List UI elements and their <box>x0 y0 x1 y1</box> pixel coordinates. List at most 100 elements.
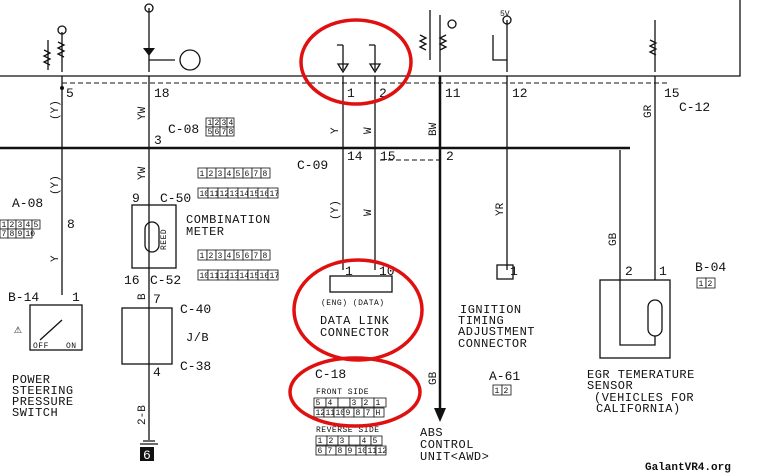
c50-pin-number: 16 <box>260 190 270 199</box>
a08-pin-number: 7 <box>2 230 7 239</box>
itac-connector-box[interactable] <box>496 264 514 280</box>
c18-front-pin-cell <box>373 397 387 408</box>
connector-id: C-40 <box>180 302 211 317</box>
c18-reverse-pin-cell <box>370 435 383 446</box>
connector-id: B-04 <box>695 260 726 275</box>
ground-badge <box>140 447 154 461</box>
c08-pin-number: 5 <box>208 128 213 137</box>
wire-color: 2-B <box>137 405 149 425</box>
connector-id: C-08 <box>168 122 199 137</box>
pin-label: 8 <box>67 217 75 232</box>
c18-front-pin-number: 7 <box>366 409 371 418</box>
wire-color: GB <box>428 371 440 385</box>
data-link-connector-box[interactable] <box>329 275 393 293</box>
red-circle-data-link <box>292 258 424 362</box>
wire-color: W <box>363 127 375 134</box>
pin-label: 14 <box>347 149 363 164</box>
c50-pin-number: 12 <box>220 190 230 199</box>
c18-reverse-pin-number: 6 <box>318 447 323 456</box>
c52-pin-number: 13 <box>230 272 240 281</box>
c18-front-pin-number: 10 <box>336 409 346 418</box>
wire-color: B <box>137 293 149 300</box>
a08-pin-number: 5 <box>34 221 39 230</box>
c50-pin-number: 11 <box>210 190 220 199</box>
warning-triangle-icon: ⚠ <box>14 322 22 337</box>
component-label: STEERING <box>12 384 74 398</box>
c52-pin-cell <box>260 249 271 261</box>
c18-front-pin-number: 12 <box>316 409 326 418</box>
power-steering-switch-box <box>29 304 83 351</box>
component-label: REED <box>160 229 169 250</box>
c52-pin-cell <box>267 269 279 281</box>
a08-pin-number: 10 <box>26 230 36 239</box>
connector-id: C-18 <box>315 367 346 382</box>
connector-id: A-61 <box>489 369 520 384</box>
reed-icon <box>144 221 160 253</box>
c08-pin-number: 4 <box>229 119 234 128</box>
c18-front-pin-number: 9 <box>346 409 351 418</box>
component-label: FRONT SIDE <box>316 388 369 397</box>
ground-number: 6 <box>143 448 151 463</box>
switch-off-label: OFF <box>33 342 49 351</box>
connector-id: A-08 <box>12 196 43 211</box>
component-label: SENSOR <box>587 379 633 393</box>
watermark: GalantVR4.org <box>645 462 731 474</box>
component-label: METER <box>186 225 225 239</box>
a08-pin-cell <box>31 219 41 230</box>
c50-pin-number: 13 <box>230 190 240 199</box>
c52-pin-number: 7 <box>254 252 259 261</box>
c52-pin-number: 17 <box>270 272 280 281</box>
wire-color: (Y) <box>50 100 62 120</box>
component-label: EGR TEMERATURE <box>587 368 695 382</box>
c18-front-pin-number: 8 <box>356 409 361 418</box>
internal-resistor-circuits <box>44 3 658 90</box>
wire-color: (Y) <box>50 175 62 195</box>
a61-pin-number: 2 <box>504 387 509 396</box>
c18-reverse-pin-number: 11 <box>368 447 378 456</box>
c52-pin-number: 10 <box>200 272 210 281</box>
c08-pin-number: 7 <box>222 128 227 137</box>
wire-color: YR <box>495 202 507 216</box>
b04-pin-number: 1 <box>699 280 704 289</box>
connector-id: C-38 <box>180 359 211 374</box>
pin-label: 16 <box>124 273 140 288</box>
supply-voltage-label: 5V <box>500 10 510 19</box>
c50-pin-number: 1 <box>200 170 205 179</box>
c18-reverse-pin-number: 5 <box>373 437 378 446</box>
c50-pin-cell <box>267 187 279 199</box>
c08-pin-number: 8 <box>229 128 234 137</box>
c18-front-pin-cell <box>373 407 385 418</box>
component-label: CONNECTOR <box>458 337 527 351</box>
c52-pin-number: 16 <box>260 272 270 281</box>
pin-label: 15 <box>664 86 680 101</box>
c50-pin-cell <box>260 167 271 179</box>
component-label: ADJUSTMENT <box>458 325 535 339</box>
pin-label: 1 <box>345 264 353 279</box>
pin-label: 1 <box>659 264 667 279</box>
c50-pin-number: 6 <box>245 170 250 179</box>
wire-color: BW <box>428 122 440 136</box>
c18-reverse-pin-cell <box>375 445 387 456</box>
c50-pin-number: 7 <box>254 170 259 179</box>
arrow-to-abs <box>434 408 446 422</box>
thermistor-icon <box>647 299 663 337</box>
pin-label: 15 <box>380 149 396 164</box>
c18-reverse-pin-number: 7 <box>328 447 333 456</box>
c18-reverse-pin-number: 8 <box>338 447 343 456</box>
pin-label: 9 <box>132 191 140 206</box>
component-label: REVERSE SIDE <box>316 426 380 435</box>
junction-block-box <box>121 307 173 365</box>
pin-label: 7 <box>153 292 161 307</box>
c18-reverse-pin-number: 2 <box>329 437 334 446</box>
c52-pin-number: 5 <box>236 252 241 261</box>
component-label: COMBINATION <box>186 213 271 227</box>
c08-pin-number: 1 <box>208 119 213 128</box>
component-label: (ENG) (DATA) <box>321 299 385 308</box>
c50-pin-number: 3 <box>218 170 223 179</box>
c18-front-pin-number: 4 <box>328 399 333 408</box>
component-label: PRESSURE <box>12 395 74 409</box>
pin-label: 2 <box>379 86 387 101</box>
component-label: CONTROL <box>420 438 474 452</box>
